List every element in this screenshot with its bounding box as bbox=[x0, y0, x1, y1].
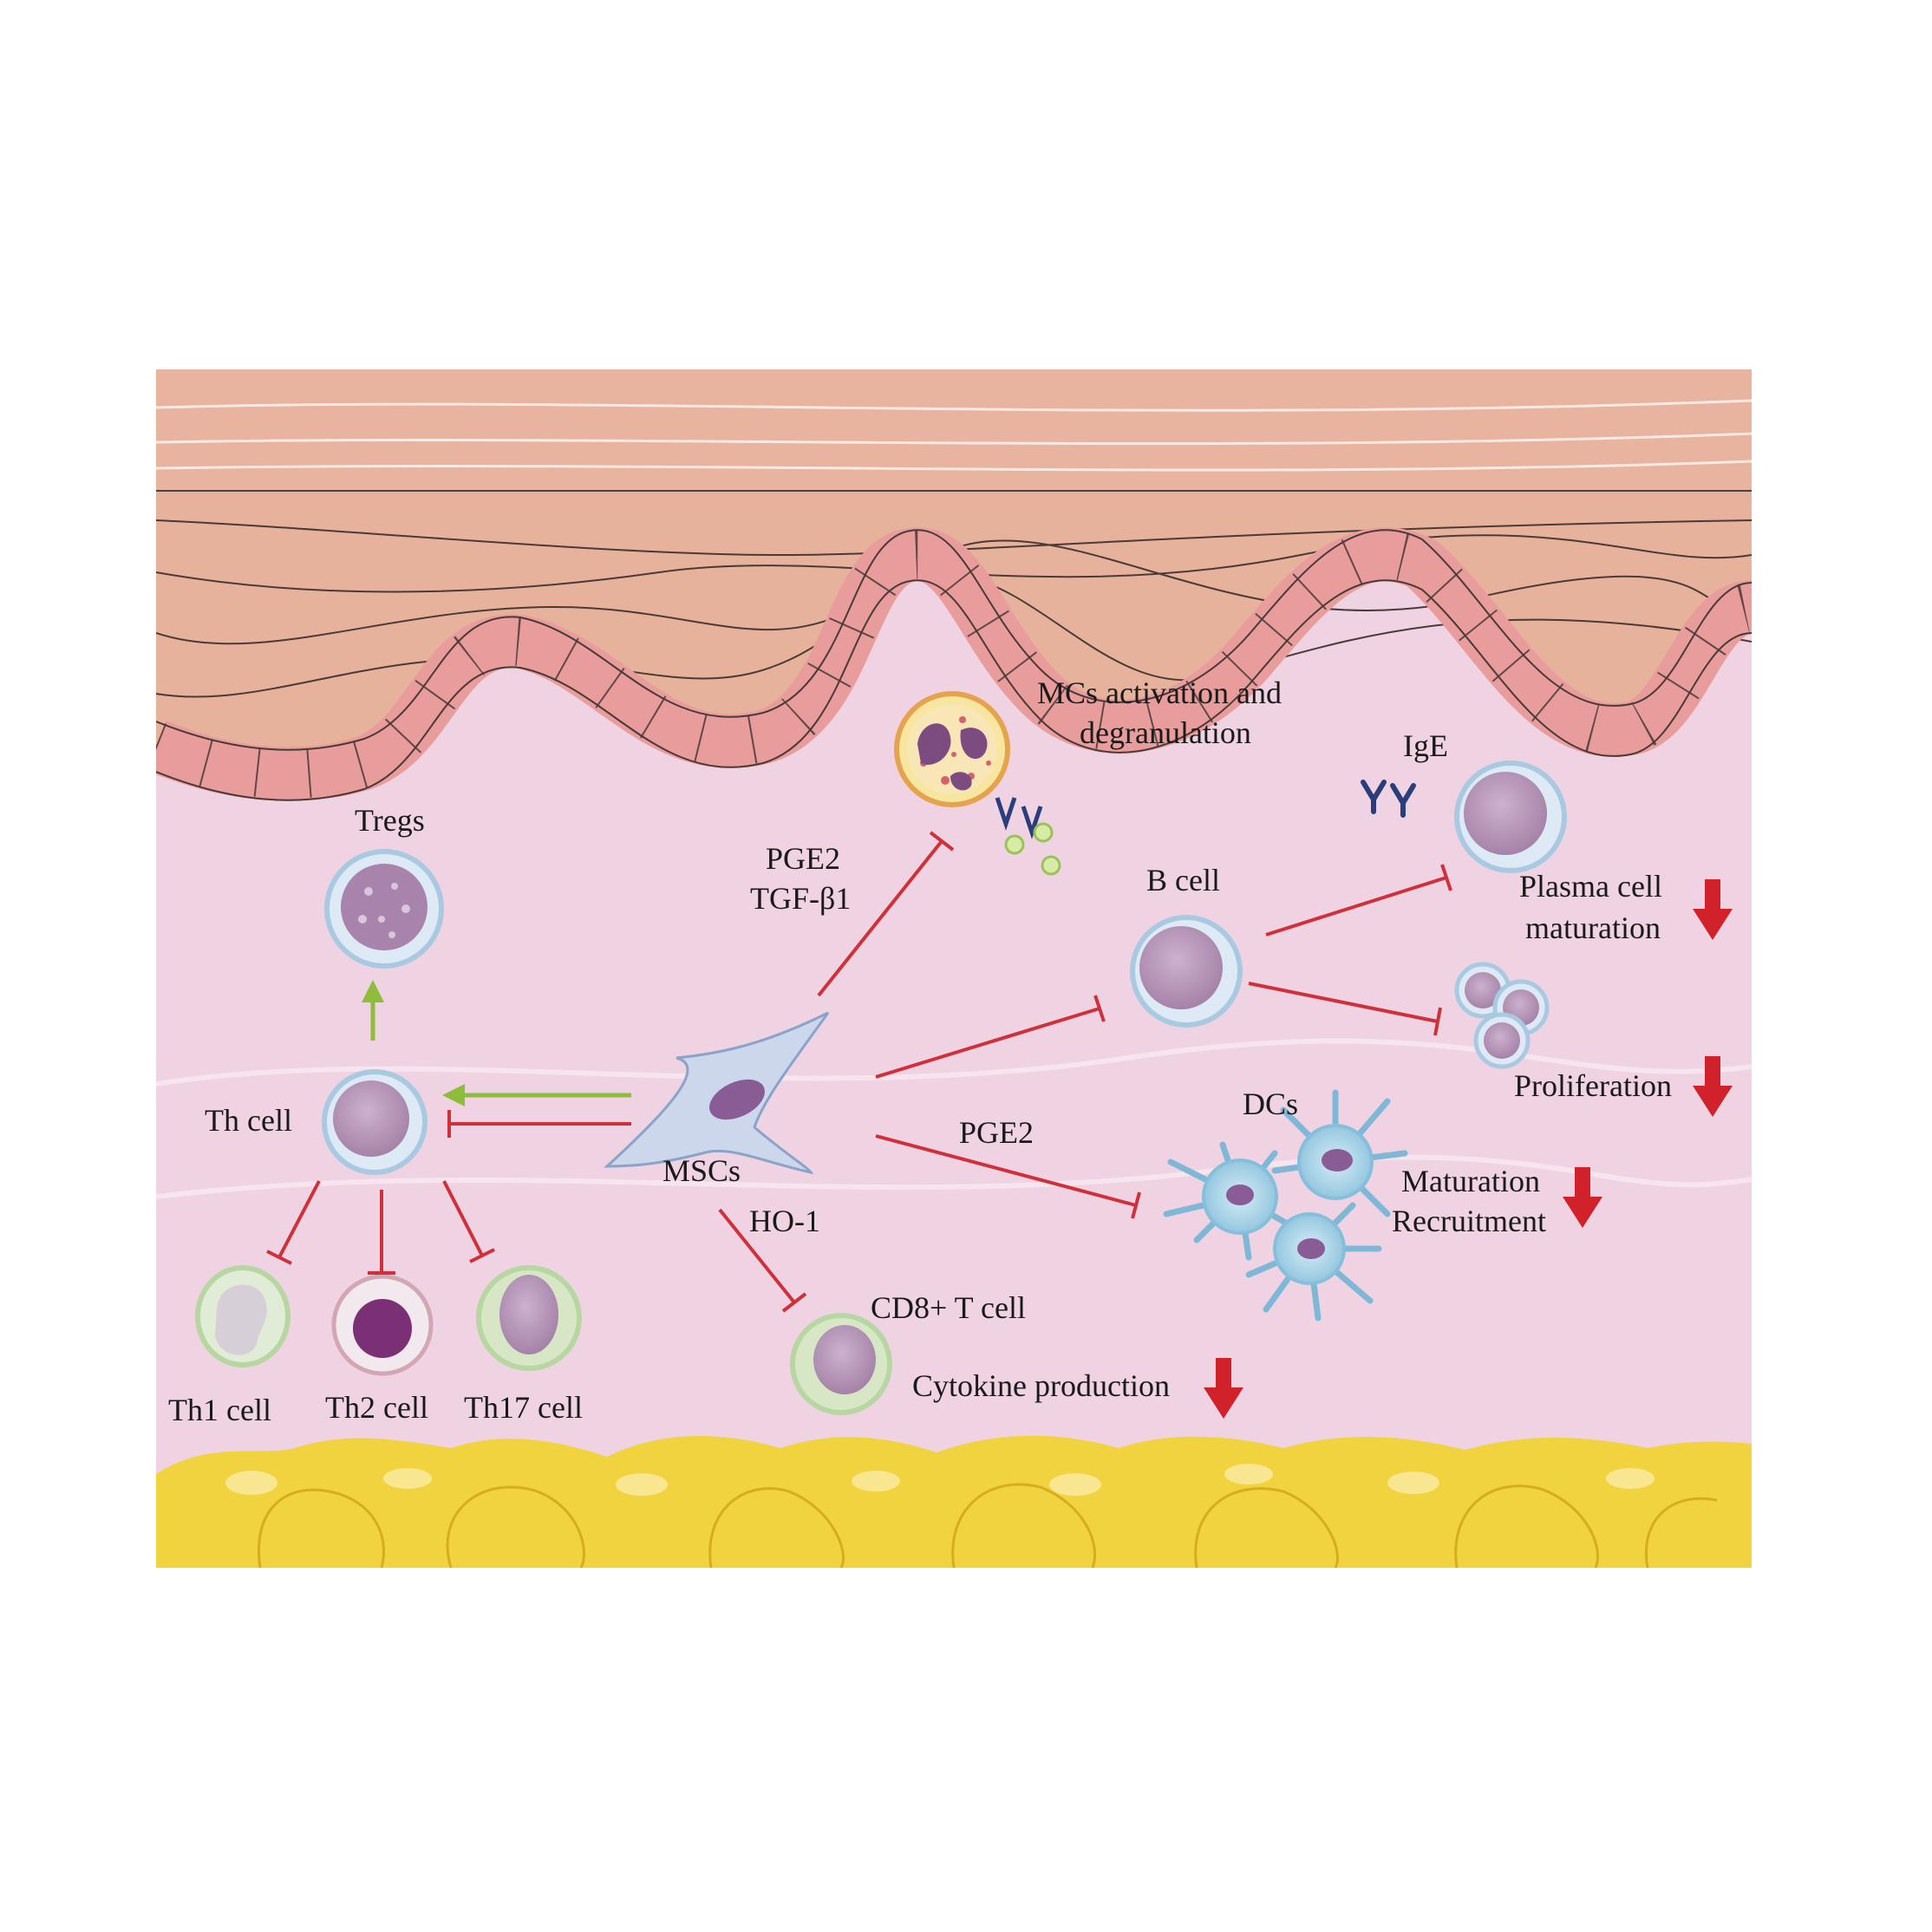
down-arrow-icon bbox=[1204, 1358, 1243, 1419]
down-arrow-icon bbox=[1693, 879, 1733, 940]
dermis-fiber bbox=[156, 1154, 1752, 1199]
inhibit-msc-dc bbox=[875, 1134, 1141, 1219]
arrowhead-treg bbox=[362, 980, 384, 1002]
cytokine-production-label: Cytokine production bbox=[912, 1368, 1170, 1403]
arrowhead-th bbox=[442, 1084, 465, 1106]
fat-highlights bbox=[225, 1464, 1655, 1496]
basal-border bbox=[156, 529, 1752, 751]
inhibit-msc-mc bbox=[817, 831, 955, 997]
inhibit-lines bbox=[266, 831, 1452, 1313]
pge2-dc-label: PGE2 bbox=[959, 1115, 1034, 1150]
recruitment-label: Recruitment bbox=[1392, 1204, 1546, 1238]
b-cell-label: B cell bbox=[1146, 863, 1220, 897]
th1-cell-label: Th1 cell bbox=[168, 1393, 271, 1427]
cd8-t-cell bbox=[790, 1313, 892, 1415]
down-arrow-icon bbox=[1693, 1056, 1733, 1117]
ige-label: IgE bbox=[1403, 728, 1448, 763]
mcs-activation-label: MCs activation and bbox=[1037, 676, 1282, 710]
tregs-label: Tregs bbox=[355, 803, 425, 838]
dendritic-cell bbox=[1271, 1089, 1408, 1217]
plasma-cell bbox=[1454, 760, 1567, 873]
dermis-fiber bbox=[156, 1038, 1752, 1087]
tgf-b1-label: TGF-β1 bbox=[750, 881, 851, 916]
fat-cell-outlines bbox=[258, 1483, 1718, 1568]
inhibit-msc-bcell bbox=[875, 995, 1106, 1079]
plasma-cell-label: Plasma cell bbox=[1519, 869, 1662, 904]
promote-arrows bbox=[362, 980, 631, 1106]
basal-cell-layer bbox=[156, 527, 1752, 801]
down-arrow-icon bbox=[1563, 1167, 1602, 1228]
corneum-line bbox=[156, 399, 1752, 412]
mcs-degranulation-label: degranulation bbox=[1080, 715, 1251, 750]
inhibit-msc-th bbox=[447, 1110, 631, 1138]
stratum-corneum bbox=[156, 369, 1752, 491]
cd8-t-cell-label: CD8+ T cell bbox=[871, 1290, 1026, 1325]
ho1-label: HO-1 bbox=[749, 1204, 820, 1238]
plasma-maturation-label: maturation bbox=[1525, 911, 1661, 945]
th-cell bbox=[322, 1069, 428, 1175]
b-cell bbox=[1130, 915, 1243, 1028]
pge2-label-top: PGE2 bbox=[766, 841, 840, 876]
th17-cell-label: Th17 cell bbox=[464, 1390, 583, 1425]
decrease-arrows bbox=[1204, 879, 1733, 1419]
th-cell-label: Th cell bbox=[205, 1103, 292, 1138]
inhibit-th-th1 bbox=[266, 1180, 321, 1265]
corneum-line bbox=[156, 460, 1752, 472]
th17-cell bbox=[476, 1265, 582, 1371]
dendritic-cell bbox=[1163, 1141, 1304, 1261]
maturation-label: Maturation bbox=[1401, 1164, 1540, 1198]
basal-border bbox=[156, 579, 1752, 801]
th2-cell-label: Th2 cell bbox=[325, 1390, 428, 1425]
th1-cell bbox=[195, 1265, 290, 1367]
msc-cell bbox=[604, 1011, 830, 1175]
dendritic-cells bbox=[1163, 1089, 1408, 1322]
inhibit-b-plasma bbox=[1265, 864, 1452, 937]
inhibit-b-prolif bbox=[1248, 982, 1442, 1036]
ige-antibody-icon bbox=[1361, 780, 1416, 818]
inhibit-msc-cd8 bbox=[718, 1208, 807, 1313]
mscs-label: MSCs bbox=[662, 1153, 741, 1188]
proliferation-label: Proliferation bbox=[1514, 1068, 1672, 1103]
corneum-line bbox=[156, 432, 1752, 446]
th2-cell bbox=[331, 1274, 434, 1376]
released-granules bbox=[1004, 822, 1061, 876]
dcs-label: DCs bbox=[1243, 1087, 1298, 1121]
treg-cell bbox=[324, 849, 444, 969]
inhibit-th-th2 bbox=[368, 1190, 395, 1275]
mast-cell bbox=[894, 691, 1010, 807]
ige-receptor-icon bbox=[995, 797, 1043, 839]
proliferating-cells bbox=[1454, 962, 1550, 1069]
dendritic-cell bbox=[1245, 1202, 1382, 1322]
fat-layer bbox=[156, 1435, 1752, 1568]
inhibit-th-th17 bbox=[442, 1180, 495, 1263]
keratinocyte-line bbox=[156, 519, 1752, 557]
